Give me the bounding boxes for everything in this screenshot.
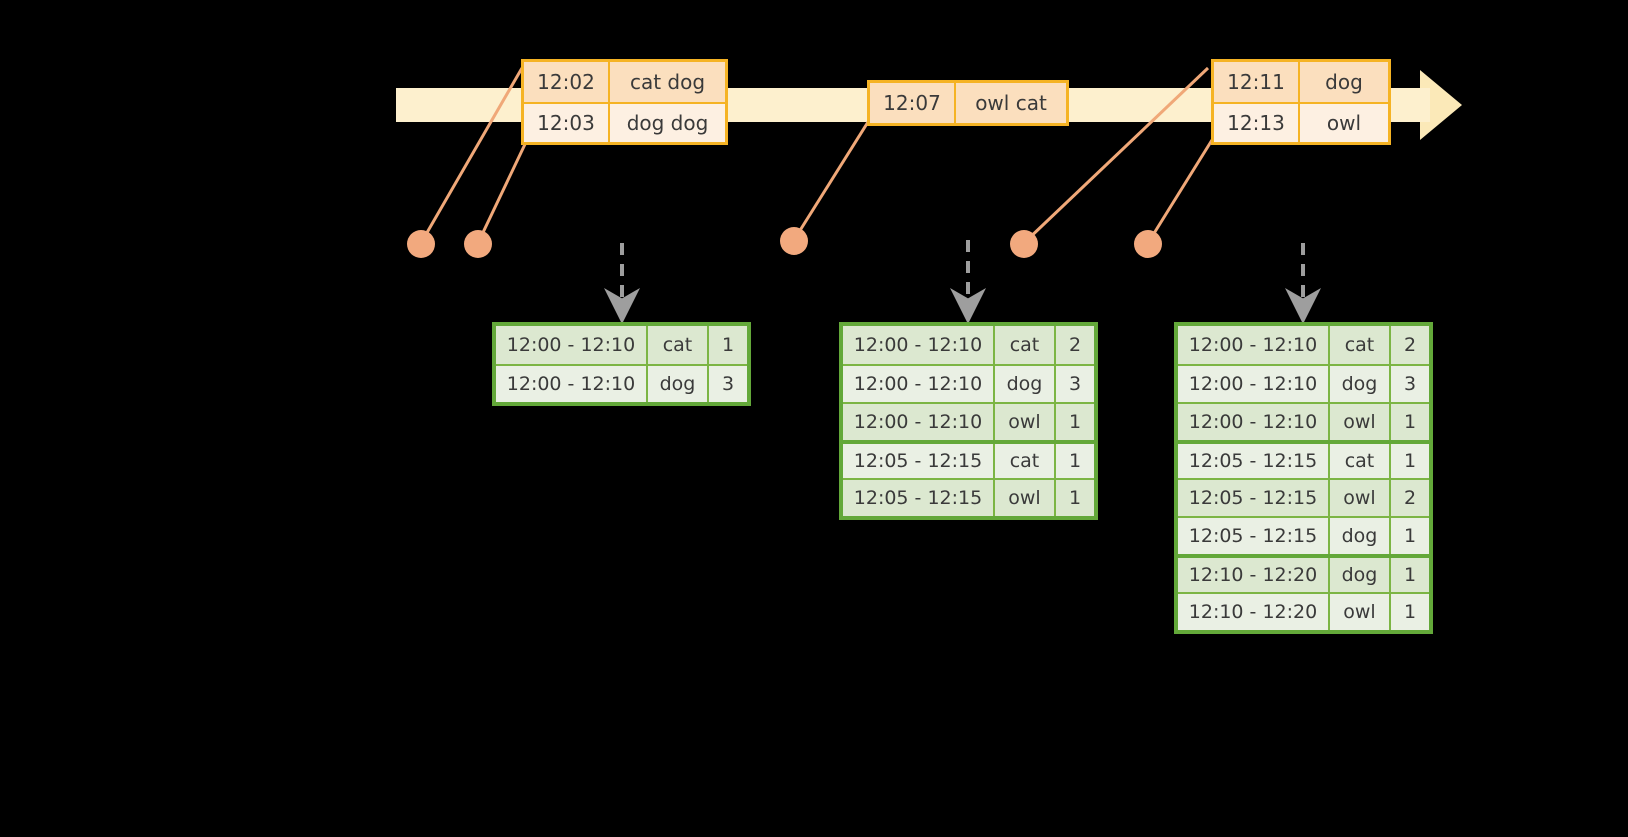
result-count-cell: 1: [721, 334, 735, 356]
event-time: 12:13: [1214, 104, 1300, 142]
result-word-cell: dog: [995, 366, 1056, 402]
event-words: dog dog: [626, 111, 709, 135]
event-group-3[interactable]: 12:11 dog 12:13 owl: [1211, 59, 1391, 145]
result-word-cell: cat: [648, 326, 709, 364]
result-word-cell: cat: [1330, 326, 1391, 364]
result-count-cell: 1: [1068, 411, 1082, 433]
event-words: owl: [1326, 111, 1362, 135]
event-group-1[interactable]: 12:02 cat dog 12:03 dog dog: [521, 59, 728, 145]
result-count-cell: 2: [1403, 487, 1417, 509]
result-window-cell: 12:00 - 12:10: [843, 366, 995, 402]
result-count-cell: 1: [1068, 450, 1082, 472]
result-word-cell: dog: [1330, 558, 1391, 592]
result-window-cell: 12:05 - 12:15: [843, 480, 995, 516]
result-word-cell: cat: [995, 444, 1056, 478]
result-window-cell: 12:05 - 12:15: [843, 444, 995, 478]
result-window-cell: 12:10 - 12:20: [1178, 594, 1330, 630]
processing-dot-4: [1010, 230, 1038, 258]
result-count-cell: 2: [1403, 334, 1417, 356]
event-words: cat dog: [629, 70, 706, 94]
result-count-cell: 1: [1403, 411, 1417, 433]
event-row[interactable]: 12:03 dog dog: [524, 102, 725, 142]
event-words: dog: [1325, 70, 1363, 94]
event-time: 12:03: [524, 104, 610, 142]
result-window-cell: 12:00 - 12:10: [843, 404, 995, 440]
result-window-cell: 12:05 - 12:15: [1178, 480, 1330, 516]
event-words: owl cat: [975, 91, 1047, 115]
result-word-cell: owl: [995, 404, 1056, 440]
connector-line-5: [1146, 139, 1214, 244]
result-count-cell: 2: [1068, 334, 1082, 356]
result-word-cell: owl: [1330, 404, 1391, 440]
result-window-cell: 12:00 - 12:10: [843, 326, 995, 364]
result-window-cell: 12:00 - 12:10: [1178, 366, 1330, 402]
connector-line-3: [792, 121, 870, 241]
result-word-cell: owl: [1330, 480, 1391, 516]
result-word-cell: cat: [995, 326, 1056, 364]
event-time: 12:07: [870, 83, 956, 123]
result-word-cell: dog: [1330, 366, 1391, 402]
result-word-cell: dog: [648, 366, 709, 402]
result-window-cell: 12:00 - 12:10: [496, 326, 648, 364]
event-time: 12:02: [524, 62, 610, 102]
event-row[interactable]: 12:02 cat dog: [524, 62, 725, 102]
result-window-cell: 12:00 - 12:10: [496, 366, 648, 402]
processing-dots: [407, 227, 1162, 258]
result-count-cell: 1: [1403, 450, 1417, 472]
result-word-cell: cat: [1330, 444, 1391, 478]
result-count-cell: 1: [1403, 601, 1417, 623]
connector-line-1: [419, 67, 524, 244]
result-word-cell: owl: [995, 480, 1056, 516]
result-count-cell: 1: [1068, 487, 1082, 509]
event-row[interactable]: 12:13 owl: [1214, 102, 1388, 142]
dashed-emit-arrows: [604, 240, 1321, 324]
event-time: 12:11: [1214, 62, 1300, 102]
processing-dot-3: [780, 227, 808, 255]
result-count-cell: 1: [1403, 564, 1417, 586]
result-window-cell: 12:10 - 12:20: [1178, 558, 1330, 592]
result-word-cell: owl: [1330, 594, 1391, 630]
result-window-cell: 12:00 - 12:10: [1178, 326, 1330, 364]
event-row[interactable]: 12:11 dog: [1214, 62, 1388, 102]
connector-line-2: [476, 139, 529, 244]
result-window-cell: 12:05 - 12:15: [1178, 518, 1330, 554]
result-count-cell: 3: [721, 373, 735, 395]
result-count-cell: 3: [1403, 373, 1417, 395]
result-window-cell: 12:00 - 12:10: [1178, 404, 1330, 440]
result-window-cell: 12:05 - 12:15: [1178, 444, 1330, 478]
processing-dot-1: [407, 230, 435, 258]
processing-dot-5: [1134, 230, 1162, 258]
event-row[interactable]: 12:07 owl cat: [870, 83, 1066, 123]
processing-dot-2: [464, 230, 492, 258]
result-word-cell: dog: [1330, 518, 1391, 554]
event-group-2[interactable]: 12:07 owl cat: [867, 80, 1069, 126]
result-count-cell: 3: [1068, 373, 1082, 395]
result-count-cell: 1: [1403, 525, 1417, 547]
